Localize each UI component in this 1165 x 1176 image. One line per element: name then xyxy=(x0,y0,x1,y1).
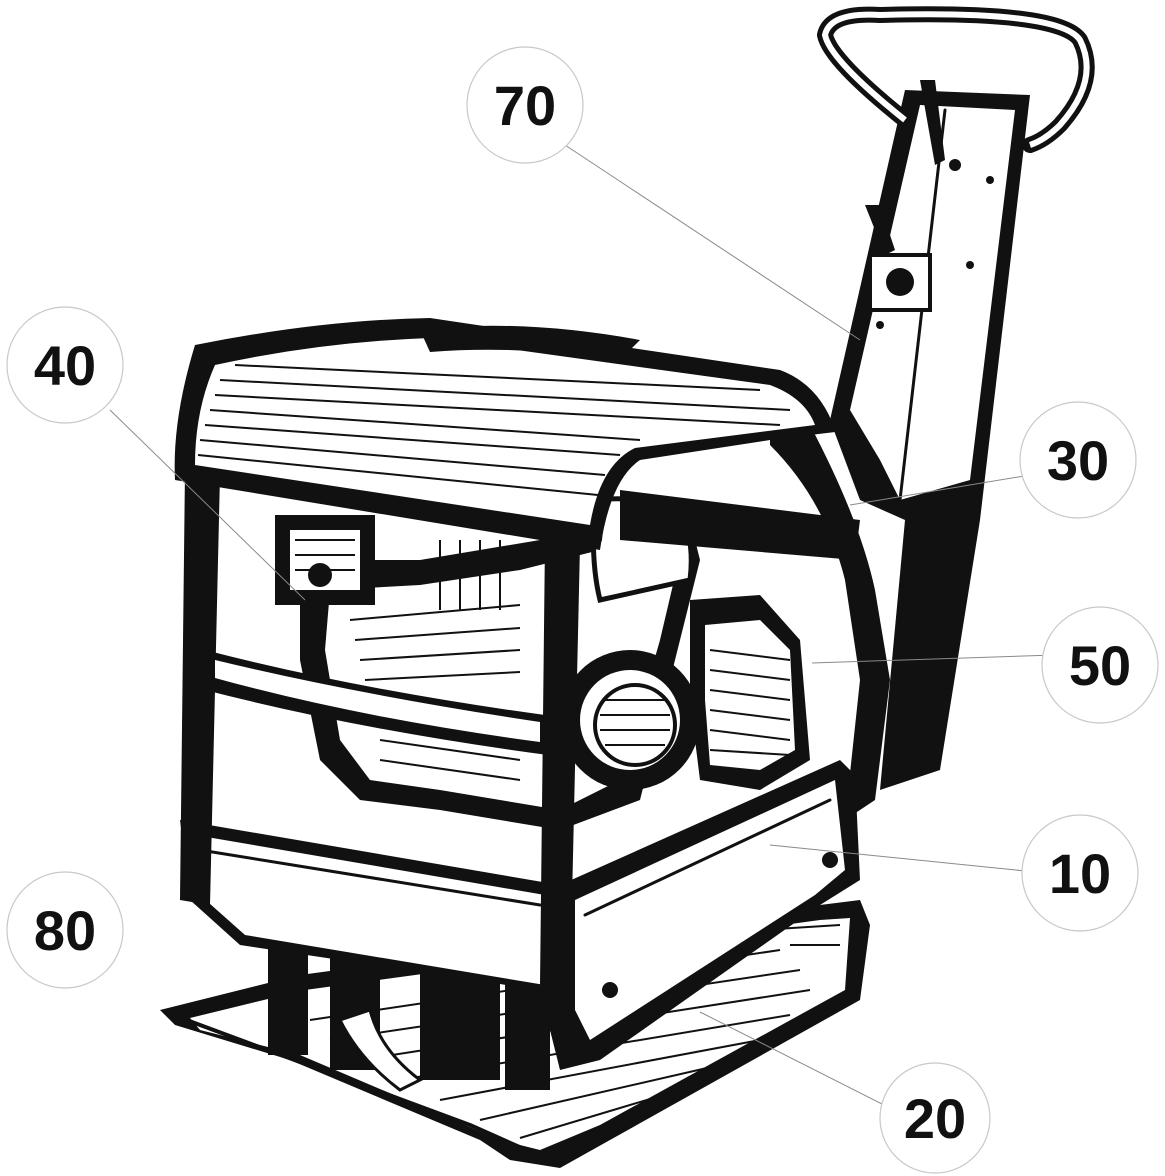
leader-20 xyxy=(699,1011,891,1109)
top-cover xyxy=(174,318,837,550)
handle-grip xyxy=(817,6,1095,153)
callout-30: 30 xyxy=(1019,401,1137,519)
callout-70-label: 70 xyxy=(494,74,556,137)
leader-30 xyxy=(849,474,1031,506)
protective-frame xyxy=(180,425,890,990)
machine-illustration xyxy=(160,6,1095,1168)
callout-10-label: 10 xyxy=(1049,842,1111,905)
callout-80: 80 xyxy=(6,871,124,989)
leader-50 xyxy=(811,654,1056,664)
lower-frame xyxy=(180,760,860,1070)
callout-20-label: 20 xyxy=(904,1087,966,1150)
leader-40 xyxy=(109,409,306,601)
callout-80-label: 80 xyxy=(34,899,96,962)
callout-50-label: 50 xyxy=(1069,634,1131,697)
callout-20: 20 xyxy=(879,1062,991,1174)
callout-10: 10 xyxy=(1021,814,1139,932)
engine xyxy=(275,496,700,830)
callout-40-label: 40 xyxy=(34,334,96,397)
callout-70: 70 xyxy=(466,46,584,164)
guide-handle xyxy=(830,80,1030,790)
callout-40: 40 xyxy=(6,306,124,424)
exhaust-housing xyxy=(690,595,810,790)
leader-10 xyxy=(769,844,1036,873)
leader-lines xyxy=(109,144,1056,1109)
callout-30-label: 30 xyxy=(1047,429,1109,492)
leader-70 xyxy=(564,144,861,341)
callout-50: 50 xyxy=(1041,606,1159,724)
